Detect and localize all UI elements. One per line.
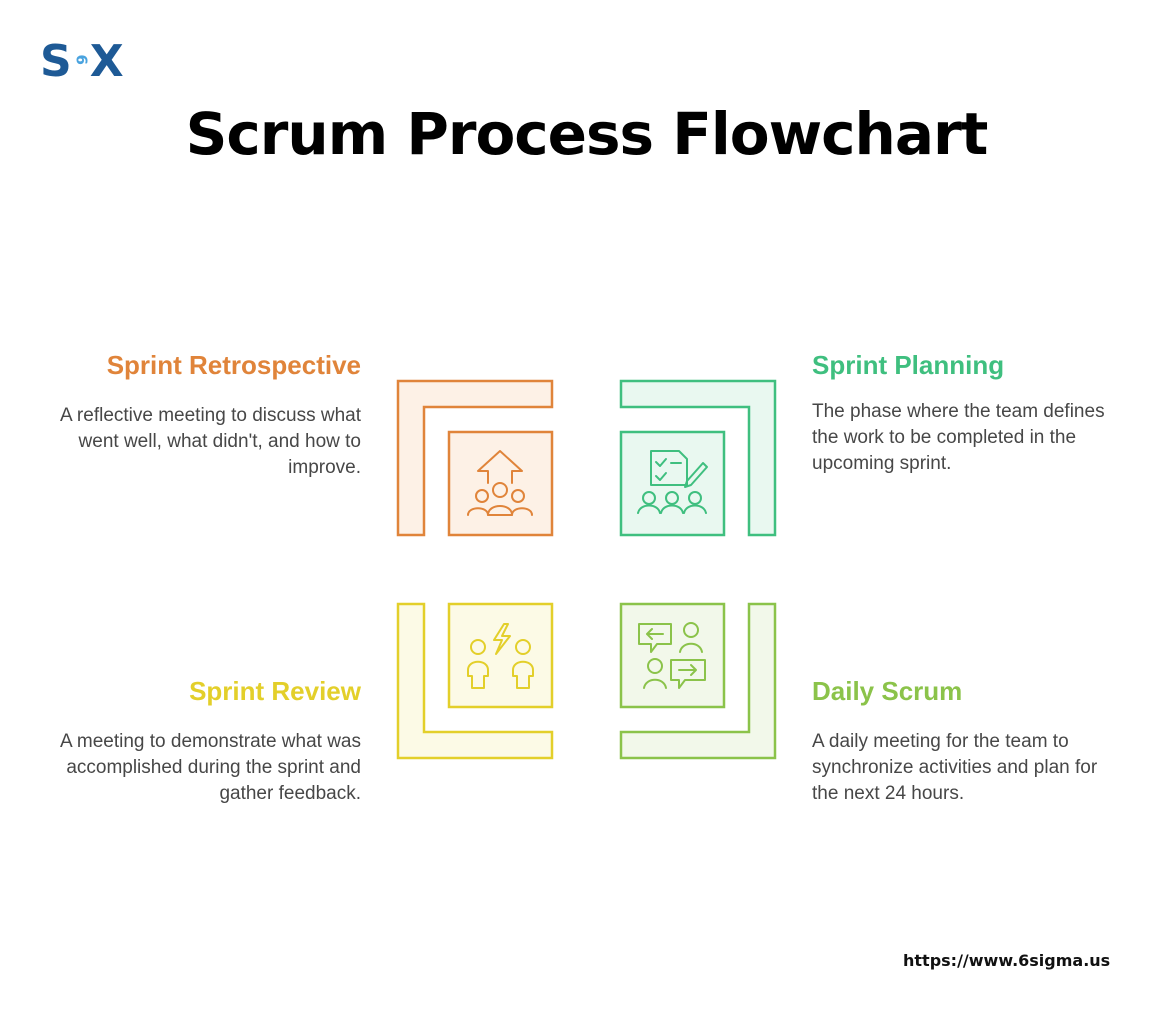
feedback-exchange-icon	[467, 623, 534, 689]
page-title: Scrum Process Flowchart	[185, 100, 989, 168]
step-heading-review: Sprint Review	[189, 676, 361, 706]
step-description-review: A meeting to demonstrate what was accomp…	[60, 731, 361, 804]
daily-scrum-icon-box	[619, 602, 726, 709]
planning-block	[619, 379, 777, 537]
brand-logo: S 6 X	[40, 40, 124, 84]
step-heading-planning: Sprint Planning	[812, 350, 1005, 380]
retrospective-frame	[396, 379, 554, 537]
step-description-retrospective: A reflective meeting to discuss what wen…	[60, 405, 361, 478]
step-heading-daily-scrum: Daily Scrum	[812, 676, 963, 706]
logo-letter-s: S	[40, 36, 72, 87]
retrospective-block	[396, 379, 554, 537]
daily-conversation-icon	[638, 622, 706, 689]
planning-frame	[619, 379, 777, 537]
review-icon-box	[447, 602, 554, 709]
footer-url[interactable]: https://www.6sigma.us	[903, 951, 1111, 970]
daily-scrum-frame	[619, 602, 777, 760]
step-heading-retrospective: Sprint Retrospective	[106, 350, 361, 380]
logo-digit-six: 6	[72, 54, 91, 65]
review-block	[396, 602, 554, 760]
daily-scrum-block	[619, 602, 777, 760]
step-description-daily-scrum: A daily meeting for the team to synchron…	[812, 731, 1098, 804]
step-description-planning: The phase where the team defines the wor…	[812, 401, 1105, 474]
logo-letter-x: X	[89, 36, 124, 87]
planning-checklist-icon	[637, 450, 708, 514]
planning-icon-box	[619, 430, 726, 537]
team-growth-icon	[467, 450, 533, 516]
review-frame	[396, 602, 554, 760]
